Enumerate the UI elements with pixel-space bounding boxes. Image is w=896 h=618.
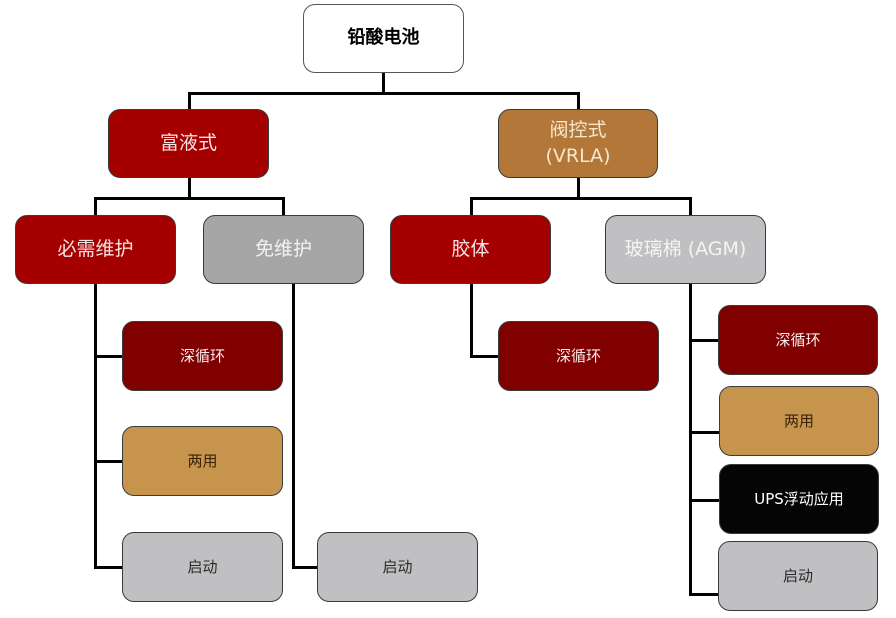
- node-rm-dual-purpose: 两用: [122, 426, 283, 496]
- node-gel-deep-cycle: 深循环: [498, 321, 659, 391]
- connector-rm-deep-cycle: [94, 355, 123, 358]
- node-lead-acid-battery: 铅酸电池: [303, 4, 464, 73]
- connector-to-gel: [470, 197, 473, 216]
- connector-flooded-down: [188, 178, 191, 199]
- node-vrla: 阀控式 (VRLA): [498, 109, 658, 178]
- connector-rm-starting: [94, 566, 123, 569]
- connector-to-required-maintenance: [94, 197, 97, 216]
- node-mf-starting: 启动: [317, 532, 478, 602]
- node-maintenance-free: 免维护: [203, 215, 364, 284]
- connector-root-down: [382, 73, 385, 94]
- node-flooded: 富液式: [108, 109, 269, 178]
- node-agm-deep-cycle: 深循环: [718, 305, 878, 375]
- connector-agm-deep-cycle: [689, 339, 719, 342]
- node-agm: 玻璃棉 (AGM): [605, 215, 766, 284]
- connector-vrla-down: [577, 178, 580, 199]
- node-required-maintenance: 必需维护: [15, 215, 176, 284]
- node-gel: 胶体: [390, 215, 551, 284]
- connector-agm-starting: [689, 593, 719, 596]
- connector-to-vrla: [577, 92, 580, 110]
- connector-to-agm: [689, 197, 692, 216]
- connector-mf-starting: [292, 566, 318, 569]
- connector-agm-ups: [689, 499, 719, 502]
- connector-vrla-bar: [470, 197, 692, 200]
- connector-agm-dual-purpose: [689, 431, 719, 434]
- connector-maintenance-free-trunk: [292, 284, 295, 569]
- connector-to-flooded: [188, 92, 191, 110]
- node-rm-starting: 启动: [122, 532, 283, 602]
- connector-to-maintenance-free: [282, 197, 285, 216]
- connector-level1-bar: [188, 92, 580, 95]
- connector-required-maintenance-trunk: [94, 284, 97, 569]
- connector-rm-dual-purpose: [94, 460, 123, 463]
- node-rm-deep-cycle: 深循环: [122, 321, 283, 391]
- node-agm-starting: 启动: [718, 541, 878, 611]
- connector-flooded-bar: [94, 197, 285, 200]
- connector-gel-trunk: [470, 284, 473, 357]
- connector-gel-deep-cycle: [470, 355, 499, 358]
- node-agm-dual-purpose: 两用: [719, 386, 879, 456]
- connector-agm-trunk: [689, 284, 692, 596]
- node-agm-ups-float: UPS浮动应用: [719, 464, 879, 534]
